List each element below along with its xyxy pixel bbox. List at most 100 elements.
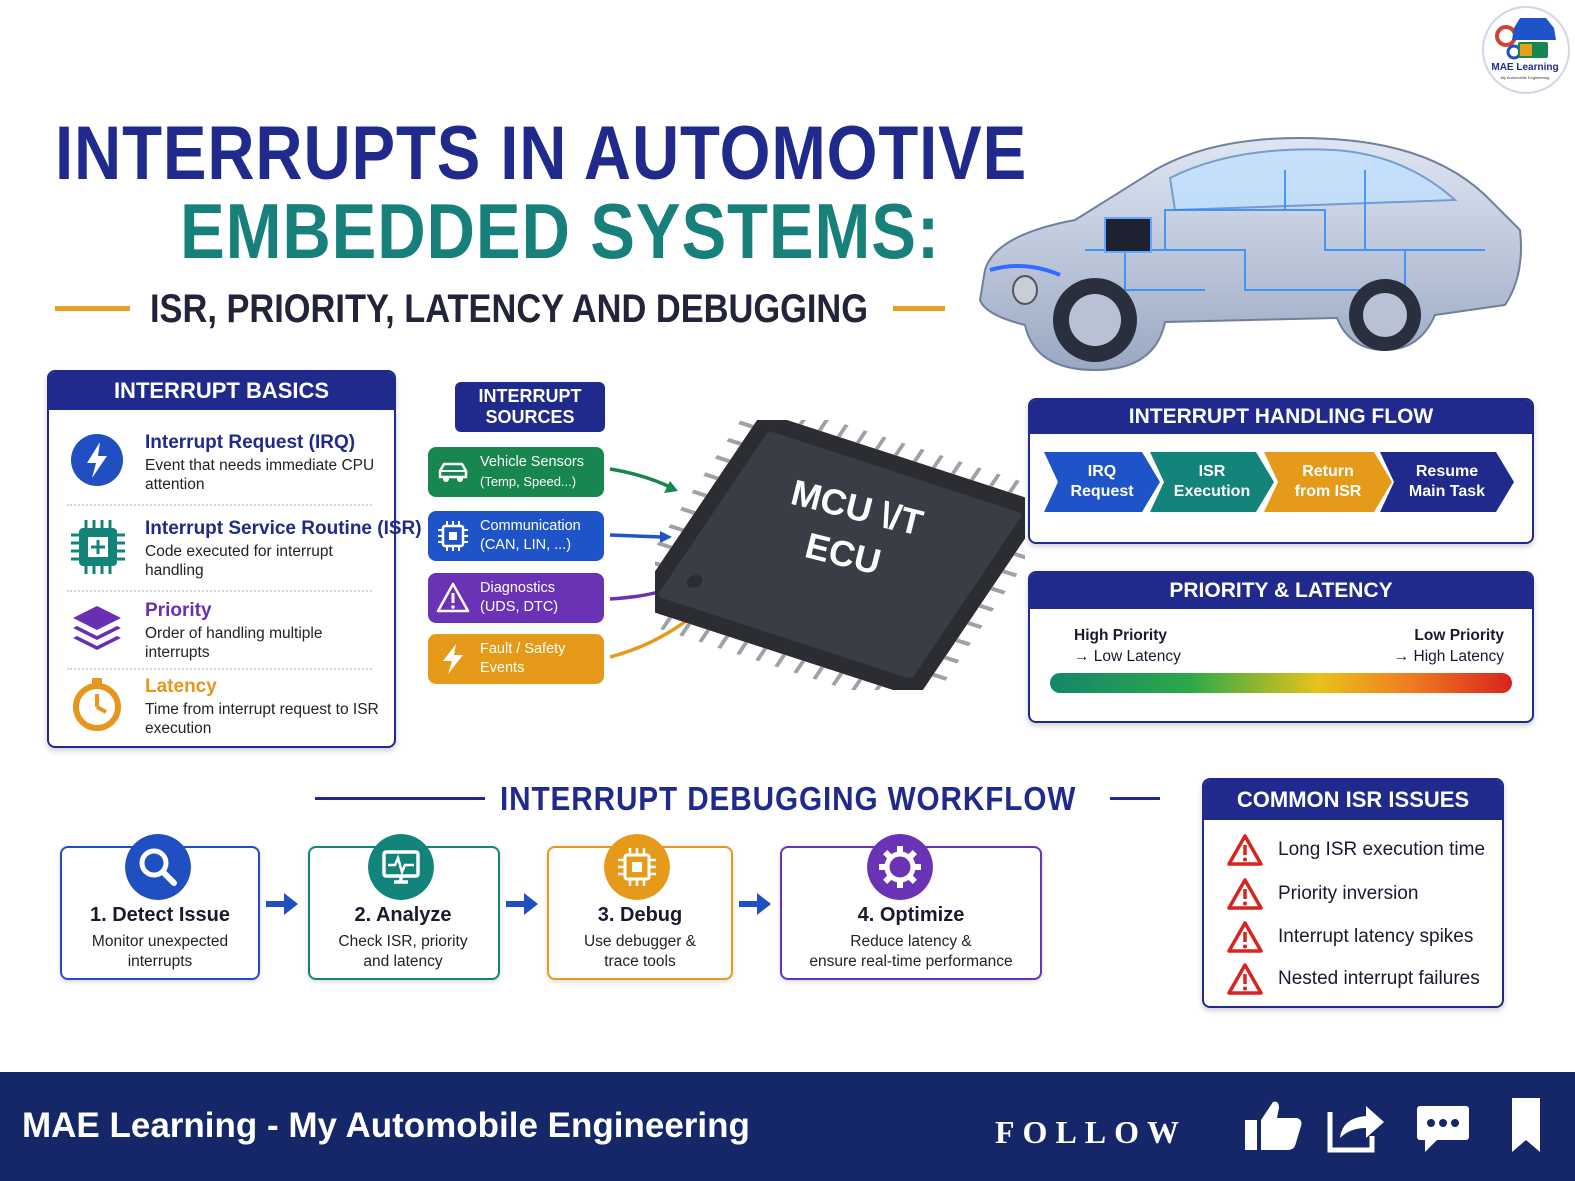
footer-title: MAE Learning - My Automobile Engineering: [22, 1106, 750, 1145]
workflow-step-desc: Use debugger & trace tools: [547, 932, 733, 972]
common-isr-issues-heading: COMMON ISR ISSUES: [1204, 780, 1502, 820]
low-priority-text: Low Priority: [1414, 627, 1504, 644]
car-icon: [438, 462, 468, 482]
flow-step-line2: Main Task: [1408, 483, 1486, 500]
monitor-icon: [368, 834, 434, 900]
source-communication: Communication (CAN, LIN, ...): [428, 511, 604, 561]
divider: [67, 504, 372, 506]
workflow-step-title: 3. Debug: [597, 904, 683, 926]
basics-desc: Code executed for interrupt handling: [145, 543, 333, 579]
arrow-right-icon: [506, 893, 538, 915]
lightning-icon: [443, 644, 463, 674]
workflow-step-title: 4. Optimize: [857, 904, 965, 926]
issue-item: Interrupt latency spikes: [1226, 920, 1496, 954]
workflow-desc-line2: ensure real-time performance: [809, 953, 1013, 970]
source-vehicle-sensors: Vehicle Sensors(Temp, Speed...): [428, 447, 604, 497]
flow-step-line1: Resume: [1415, 463, 1479, 480]
workflow-step-desc: Monitor unexpected interrupts: [60, 932, 260, 972]
thumbs-up-icon[interactable]: [1243, 1098, 1305, 1152]
handling-flow-heading: INTERRUPT HANDLING FLOW: [1030, 400, 1532, 434]
flow-step-line1: Return: [1302, 463, 1354, 480]
flow-step-line2: from ISR: [1294, 483, 1362, 500]
divider: [67, 590, 372, 592]
basics-title: Latency: [145, 676, 217, 697]
comment-icon[interactable]: [1415, 1104, 1471, 1154]
source-line1: Communication: [480, 518, 581, 534]
car-gear-logo-icon: [1495, 18, 1556, 60]
warning-icon: [1227, 834, 1263, 866]
workflow-step-desc: Check ISR, priority and latency: [308, 932, 498, 972]
basics-title: Interrupt Request (IRQ): [145, 432, 356, 453]
source-line2: Events: [480, 660, 525, 676]
workflow-step-title: 1. Detect Issue: [89, 904, 231, 926]
issue-item: Priority inversion: [1226, 877, 1496, 911]
basics-title: Priority: [145, 600, 212, 621]
flow-step-line2: Request: [1070, 483, 1134, 500]
gear-icon: [867, 834, 933, 900]
flow-step-line1: IRQ: [1087, 463, 1117, 480]
workflow-rule-right: [1110, 797, 1160, 800]
warning-icon: [1227, 963, 1263, 995]
issue-label: Nested interrupt failures: [1278, 968, 1480, 989]
source-line2: (Temp, Speed...): [480, 474, 577, 489]
workflow-step-desc: Reduce latency & ensure real-time perfor…: [780, 932, 1042, 972]
priority-latency-card: PRIORITY & LATENCY High Priority → Low L…: [1028, 571, 1534, 723]
issue-label: Interrupt latency spikes: [1278, 926, 1474, 947]
layers-icon: [73, 606, 121, 650]
issue-label: Priority inversion: [1278, 883, 1419, 904]
workflow-desc-line1: Monitor unexpected: [91, 933, 229, 950]
source-line2: (UDS, DTC): [480, 599, 559, 615]
sources-heading-line2: SOURCES: [485, 407, 575, 427]
sources-heading-line1: INTERRUPT: [478, 386, 582, 406]
flow-step-line1: ISR: [1198, 463, 1226, 480]
page-title-line1: INTERRUPTS IN AUTOMOTIVE: [55, 111, 1028, 196]
stopwatch-icon: [73, 678, 121, 731]
chip-icon: [438, 521, 468, 551]
source-line2: (CAN, LIN, ...): [480, 537, 572, 553]
interrupt-basics-card: INTERRUPT BASICS Interrupt Request (IRQ)…: [47, 370, 422, 748]
flow-step-return-from-isr: Return from ISR: [1264, 452, 1392, 512]
subtitle-rule-left: [55, 306, 130, 311]
chip-icon: [604, 834, 670, 900]
page-title-line2: EMBEDDED SYSTEMS:: [180, 187, 941, 275]
workflow-desc-line2: trace tools: [604, 953, 676, 970]
workflow-desc-line2: interrupts: [127, 953, 193, 970]
arrow-right-icon: [739, 893, 771, 915]
bookmark-icon[interactable]: [1510, 1096, 1542, 1154]
basics-desc: Time from interrupt request to ISR execu…: [145, 701, 379, 737]
high-latency-text: → High Latency: [1393, 648, 1504, 665]
workflow-desc-line1: Check ISR, priority: [338, 933, 468, 950]
workflow-heading: INTERRUPT DEBUGGING WORKFLOW: [500, 780, 1077, 817]
warning-icon: [1227, 878, 1263, 910]
car-illustration: [978, 137, 1522, 372]
interrupt-sources-heading: INTERRUPT SOURCES: [455, 382, 605, 432]
workflow-desc-line2: and latency: [363, 953, 443, 970]
magnifier-icon: [125, 834, 191, 900]
source-line1: Diagnostics: [480, 580, 555, 596]
high-priority-text: High Priority: [1074, 627, 1168, 644]
workflow-rule-left: [315, 797, 485, 800]
brand-logo: [1482, 6, 1570, 94]
priority-high-label: High Priority → Low Latency: [1074, 625, 1181, 667]
footer-bar: [0, 1072, 1575, 1181]
warning-icon: [1227, 921, 1263, 953]
workflow-desc-line1: Use debugger &: [583, 933, 697, 950]
divider: [67, 668, 372, 670]
logo-name: MAE Learning: [1491, 62, 1559, 73]
basics-desc: Event that needs immediate CPU attention: [145, 457, 375, 493]
source-diagnostics: Diagnostics (UDS, DTC): [428, 573, 604, 623]
chip-icon: [71, 520, 125, 574]
share-icon[interactable]: [1326, 1098, 1388, 1154]
priority-low-label: Low Priority → High Latency: [1394, 625, 1504, 667]
issue-label: Long ISR execution time: [1278, 839, 1486, 860]
flow-step-line2: Execution: [1173, 483, 1251, 500]
issue-item: Long ISR execution time: [1226, 833, 1496, 867]
flow-step-irq-request: IRQ Request: [1044, 452, 1160, 512]
workflow-step-title: 2. Analyze: [354, 904, 452, 926]
page-subtitle: ISR, PRIORITY, LATENCY AND DEBUGGING: [150, 287, 869, 331]
low-latency-text: → Low Latency: [1074, 648, 1181, 665]
warning-icon: [436, 582, 470, 613]
basics-desc: Order of handling multiple interrupts: [145, 625, 323, 661]
